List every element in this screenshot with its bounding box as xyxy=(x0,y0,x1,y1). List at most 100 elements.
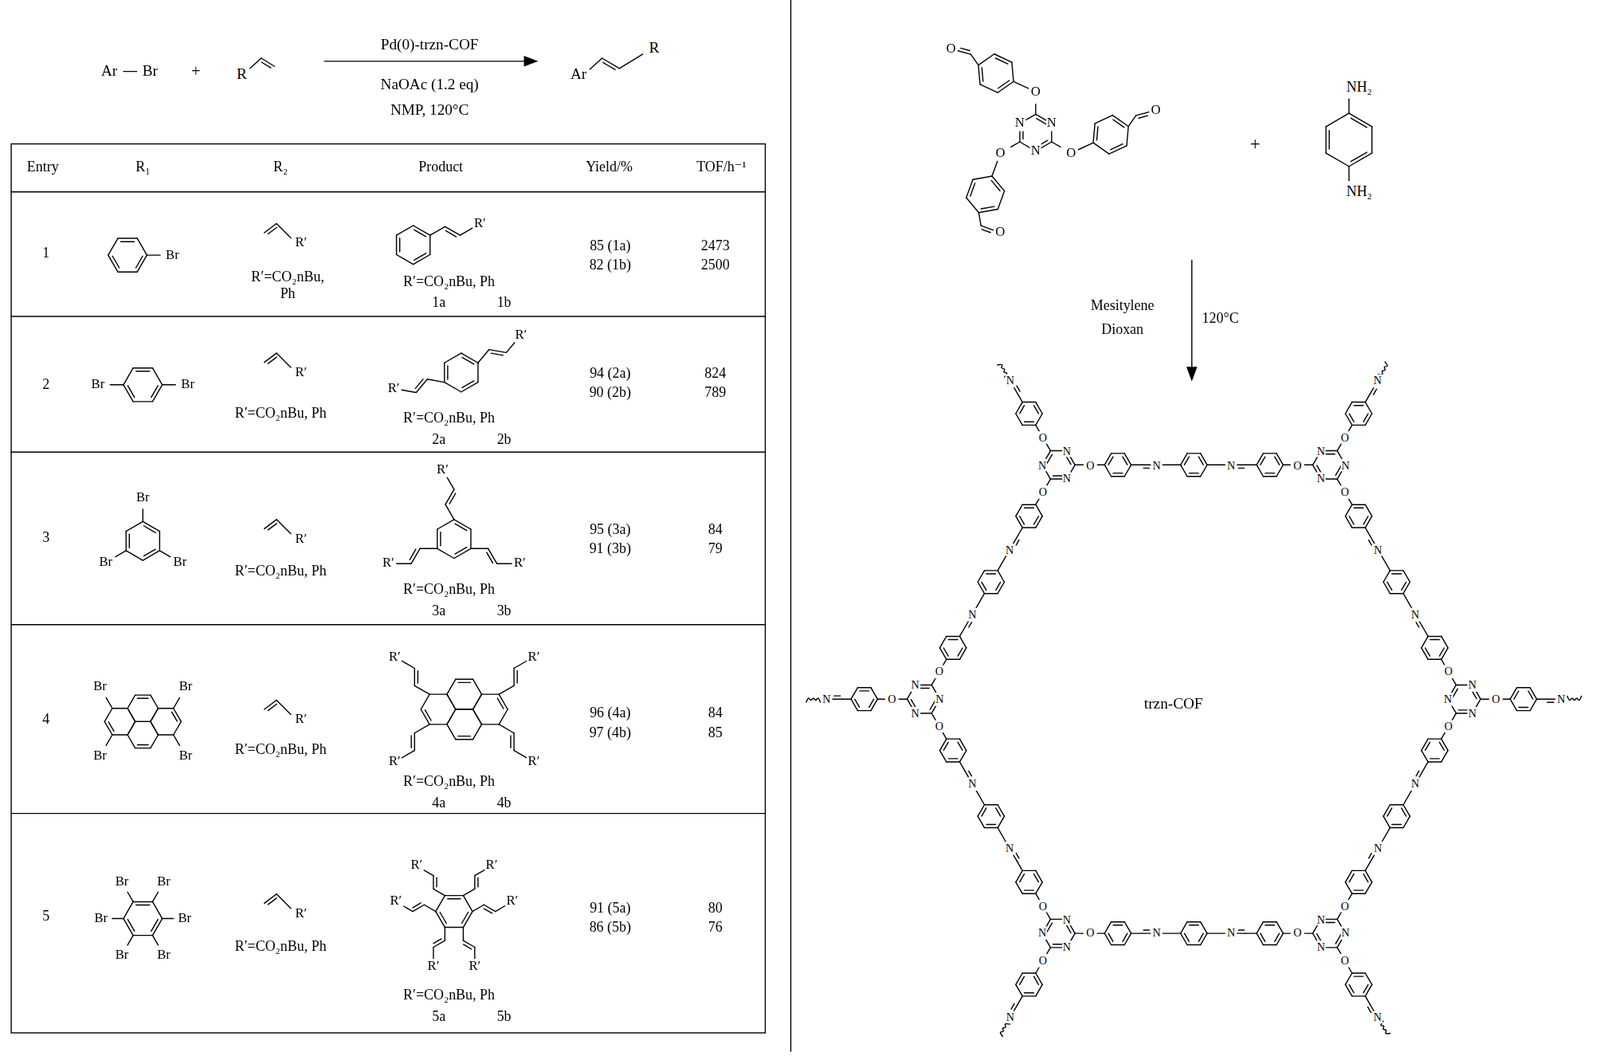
bond-line xyxy=(1260,456,1266,465)
bond-line xyxy=(939,647,946,659)
bond-line xyxy=(1276,464,1283,476)
bond-line xyxy=(1016,527,1023,538)
bond-line xyxy=(1451,678,1456,686)
atom-label: N xyxy=(1340,458,1351,471)
bond-line xyxy=(1389,827,1404,828)
bond-line xyxy=(1180,921,1188,934)
bond-line xyxy=(1111,921,1126,922)
bond-line xyxy=(474,875,475,890)
atom-label: N xyxy=(967,777,978,791)
bond-line xyxy=(1104,933,1111,945)
bond-line xyxy=(1364,882,1372,894)
bond-line xyxy=(968,770,973,776)
bond-line xyxy=(870,687,878,699)
bond-line xyxy=(276,699,291,714)
bond-line xyxy=(978,208,998,212)
bond-line xyxy=(439,532,441,546)
bond-line xyxy=(150,694,159,709)
atom-label: O xyxy=(1085,926,1096,940)
bond-line xyxy=(104,708,113,722)
bond-line xyxy=(458,735,471,737)
bond-line xyxy=(420,694,430,710)
bond-line xyxy=(1184,933,1189,942)
atom-label: Br xyxy=(90,376,106,393)
bond-line xyxy=(1015,882,1023,894)
bond-line xyxy=(1035,504,1043,516)
bond-line xyxy=(112,917,124,919)
bond-line xyxy=(1180,453,1188,465)
bond-line xyxy=(276,352,291,368)
atom-label: N xyxy=(1467,706,1479,720)
bond-line xyxy=(1421,750,1428,762)
bond-line xyxy=(1364,402,1372,414)
bond-line xyxy=(1383,570,1390,582)
bond-line xyxy=(1325,126,1326,153)
bond-line xyxy=(1350,117,1367,128)
bond-line xyxy=(1403,788,1412,804)
atom-label: O xyxy=(1037,486,1048,499)
bond-line xyxy=(1022,504,1036,506)
bond-line xyxy=(1528,690,1534,699)
bond-line xyxy=(401,660,415,668)
bond-line xyxy=(455,678,474,680)
bond-line xyxy=(150,708,159,722)
atom-label: O xyxy=(1037,899,1048,913)
bond-line xyxy=(123,70,138,72)
bond-line xyxy=(1363,413,1369,422)
bond-line xyxy=(1368,1006,1372,1012)
bond-line xyxy=(449,493,456,504)
yield-value: 86 (5b) xyxy=(589,919,632,937)
entry-number: 2 xyxy=(42,376,50,393)
bond-line xyxy=(1415,770,1420,776)
entry-number: 4 xyxy=(42,711,50,729)
atom-label: N xyxy=(1372,1010,1383,1024)
bond-line xyxy=(1187,452,1201,454)
atom-label: N xyxy=(1315,472,1326,486)
bond-line xyxy=(834,694,841,696)
atom-label: N xyxy=(1037,458,1048,471)
atom-label: N xyxy=(1061,472,1072,486)
bond-line xyxy=(1427,737,1442,739)
bond-line xyxy=(447,678,456,695)
bond-line xyxy=(1353,507,1364,509)
bond-line xyxy=(948,757,958,759)
table-rule xyxy=(11,191,765,193)
bond-line xyxy=(957,647,963,656)
compound-number: 4a xyxy=(431,795,446,812)
arrow-head xyxy=(1187,367,1197,380)
bond-line xyxy=(473,709,483,725)
bond-line xyxy=(481,693,499,695)
bond-line xyxy=(1401,807,1407,816)
atom-label: O xyxy=(945,41,957,57)
bond-line xyxy=(997,191,1004,210)
bond-line xyxy=(1349,874,1354,883)
bond-line xyxy=(136,370,150,372)
bond-line xyxy=(1403,593,1412,609)
atom-label: Br xyxy=(177,679,193,695)
bond-line xyxy=(276,894,291,909)
tof-value: 85 xyxy=(708,724,723,742)
atom-label: O xyxy=(1339,431,1350,444)
bond-line xyxy=(1345,984,1352,996)
bond-line xyxy=(121,240,135,242)
substituent-label: R′ xyxy=(484,858,499,874)
bond-line xyxy=(1200,921,1208,934)
substituent-label: R′ xyxy=(505,894,519,910)
bond-line xyxy=(1188,924,1199,926)
bond-line xyxy=(946,737,961,739)
bond-line xyxy=(984,592,998,594)
bond-line xyxy=(1509,687,1517,699)
bond-line xyxy=(1353,404,1364,406)
yield-value: 82 (1b) xyxy=(589,257,632,275)
bond-line xyxy=(105,697,113,708)
bond-line xyxy=(488,548,498,564)
bond-line xyxy=(931,678,936,686)
bond-line xyxy=(857,709,871,711)
tof-value: 2473 xyxy=(701,237,730,255)
bond-line xyxy=(870,698,878,710)
bond-line xyxy=(136,904,150,906)
bond-line xyxy=(127,891,134,902)
bond-line xyxy=(267,523,277,530)
substituent-label: R′ xyxy=(473,215,487,232)
product-caption: R′=CO₂nBu, Ph xyxy=(403,410,495,428)
